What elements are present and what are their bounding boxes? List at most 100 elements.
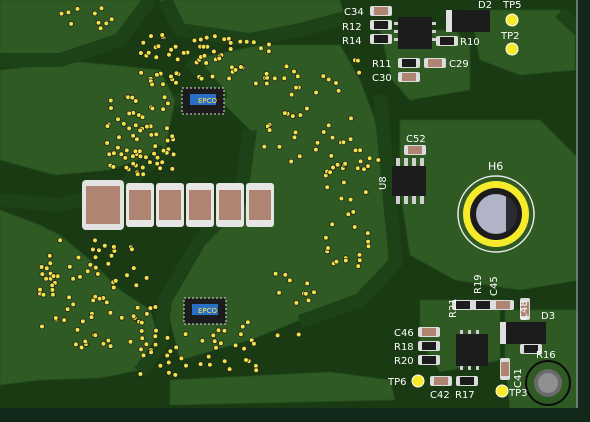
via bbox=[50, 291, 56, 298]
ic-top[interactable] bbox=[394, 17, 436, 49]
test-points[interactable] bbox=[411, 13, 519, 398]
label-tp5: TP5 bbox=[502, 0, 522, 11]
via bbox=[304, 280, 311, 287]
via bbox=[143, 275, 150, 281]
test-point-tp6[interactable] bbox=[411, 374, 425, 388]
label-r18: R18 bbox=[394, 342, 414, 353]
bulk-capacitor-body[interactable] bbox=[86, 186, 120, 224]
via bbox=[39, 271, 46, 277]
via bbox=[239, 323, 246, 330]
via bbox=[198, 75, 205, 82]
silkscreen: C34 R12 R14 D2 TP5 TP2 R10 R11 C29 C30 C… bbox=[342, 0, 556, 401]
via bbox=[147, 305, 154, 311]
capacitor-row bbox=[126, 183, 274, 227]
via bbox=[73, 341, 79, 348]
via bbox=[355, 263, 362, 269]
via bbox=[325, 245, 331, 251]
via bbox=[126, 110, 132, 117]
via bbox=[361, 166, 367, 173]
via bbox=[139, 114, 146, 121]
via bbox=[112, 277, 119, 284]
via bbox=[173, 70, 180, 77]
diode-d3[interactable] bbox=[500, 322, 546, 344]
via bbox=[183, 362, 189, 369]
via bbox=[266, 41, 272, 48]
via bbox=[160, 147, 167, 154]
via bbox=[153, 327, 159, 334]
via bbox=[325, 76, 332, 83]
via bbox=[130, 313, 137, 320]
via bbox=[38, 264, 45, 270]
via bbox=[118, 151, 125, 158]
via bbox=[347, 136, 354, 143]
via bbox=[356, 252, 363, 258]
label-r12: R12 bbox=[342, 22, 362, 33]
via bbox=[161, 94, 168, 101]
fuse-bottom[interactable]: EPCO bbox=[183, 297, 227, 325]
via bbox=[129, 246, 135, 253]
fuse-bottom-mark: EPCO bbox=[198, 307, 218, 315]
via bbox=[173, 80, 179, 86]
via bbox=[356, 69, 362, 76]
via bbox=[237, 38, 244, 45]
via bbox=[140, 171, 147, 178]
test-point-tp3[interactable] bbox=[495, 384, 509, 398]
test-point-tp5[interactable] bbox=[505, 13, 519, 27]
via bbox=[160, 106, 166, 113]
via bbox=[67, 263, 73, 270]
via bbox=[96, 247, 102, 254]
via bbox=[251, 39, 257, 46]
label-tp6: TP6 bbox=[387, 377, 407, 388]
via bbox=[78, 344, 85, 351]
via bbox=[124, 272, 130, 279]
capacitor-body bbox=[189, 190, 211, 220]
via bbox=[137, 153, 144, 160]
test-point-tp2[interactable] bbox=[505, 42, 519, 56]
via bbox=[152, 341, 159, 348]
via bbox=[345, 211, 352, 218]
capacitor-bank[interactable] bbox=[82, 180, 274, 230]
ic-u8[interactable] bbox=[392, 145, 426, 204]
via bbox=[111, 150, 117, 157]
via bbox=[232, 67, 239, 73]
via bbox=[143, 341, 150, 348]
mounting-hole-small[interactable] bbox=[525, 360, 571, 406]
via bbox=[132, 148, 139, 155]
via bbox=[65, 9, 72, 16]
diode-d2[interactable] bbox=[446, 10, 490, 32]
label-c48: C48 bbox=[519, 300, 530, 320]
via bbox=[286, 277, 293, 284]
via bbox=[178, 355, 185, 362]
via bbox=[137, 371, 144, 377]
label-d3: D3 bbox=[541, 311, 555, 322]
via bbox=[170, 151, 177, 158]
via bbox=[90, 297, 96, 304]
via bbox=[133, 98, 139, 104]
via bbox=[88, 314, 95, 320]
capacitor-body bbox=[219, 190, 241, 220]
via bbox=[140, 164, 146, 171]
via bbox=[313, 89, 319, 96]
via bbox=[168, 73, 174, 80]
via bbox=[357, 158, 364, 165]
via bbox=[144, 123, 150, 130]
label-tp2: TP2 bbox=[500, 31, 520, 42]
via bbox=[335, 87, 342, 94]
via bbox=[293, 300, 300, 306]
via bbox=[166, 359, 172, 366]
ic-bottom[interactable] bbox=[456, 330, 488, 370]
via bbox=[157, 165, 163, 172]
via bbox=[154, 71, 160, 78]
label-tp3: TP3 bbox=[508, 388, 528, 399]
via bbox=[124, 147, 130, 154]
fuse-top[interactable]: EPCO bbox=[181, 87, 225, 115]
mounting-hole-h6[interactable] bbox=[457, 175, 535, 253]
label-r16: R16 bbox=[536, 350, 556, 361]
via bbox=[271, 75, 278, 82]
via bbox=[203, 34, 210, 41]
via bbox=[74, 6, 81, 12]
via bbox=[272, 270, 279, 277]
via bbox=[292, 129, 299, 136]
